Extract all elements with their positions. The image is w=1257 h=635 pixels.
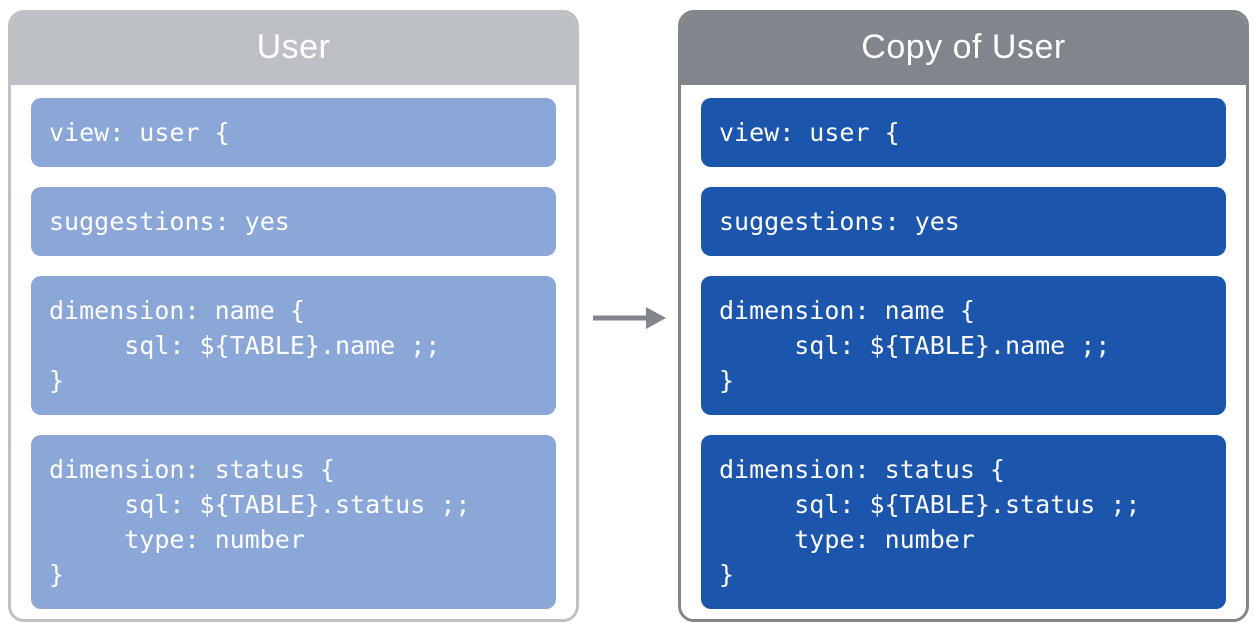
user-panel-body: view: user { suggestions: yes dimension:… bbox=[11, 85, 576, 619]
right-arrow-icon bbox=[592, 306, 666, 329]
copy-arrow-zone bbox=[579, 10, 678, 625]
code-block-suggestions: suggestions: yes bbox=[701, 187, 1226, 256]
code-block-dimension-name: dimension: name { sql: ${TABLE}.name ;; … bbox=[701, 276, 1226, 415]
code-block-view-declaration: view: user { bbox=[701, 98, 1226, 167]
user-panel-title: User bbox=[256, 28, 331, 66]
user-view-panel: User view: user { suggestions: yes dimen… bbox=[8, 10, 579, 622]
copy-of-user-view-panel: Copy of User view: user { suggestions: y… bbox=[678, 10, 1249, 622]
user-panel-header: User bbox=[11, 13, 576, 85]
copy-panel-title: Copy of User bbox=[861, 28, 1066, 66]
code-block-dimension-name: dimension: name { sql: ${TABLE}.name ;; … bbox=[31, 276, 556, 415]
code-block-view-declaration: view: user { bbox=[31, 98, 556, 167]
copy-panel-body: view: user { suggestions: yes dimension:… bbox=[681, 85, 1246, 619]
code-block-dimension-status: dimension: status { sql: ${TABLE}.status… bbox=[31, 435, 556, 609]
code-block-suggestions: suggestions: yes bbox=[31, 187, 556, 256]
code-block-dimension-status: dimension: status { sql: ${TABLE}.status… bbox=[701, 435, 1226, 609]
copy-panel-header: Copy of User bbox=[681, 13, 1246, 85]
